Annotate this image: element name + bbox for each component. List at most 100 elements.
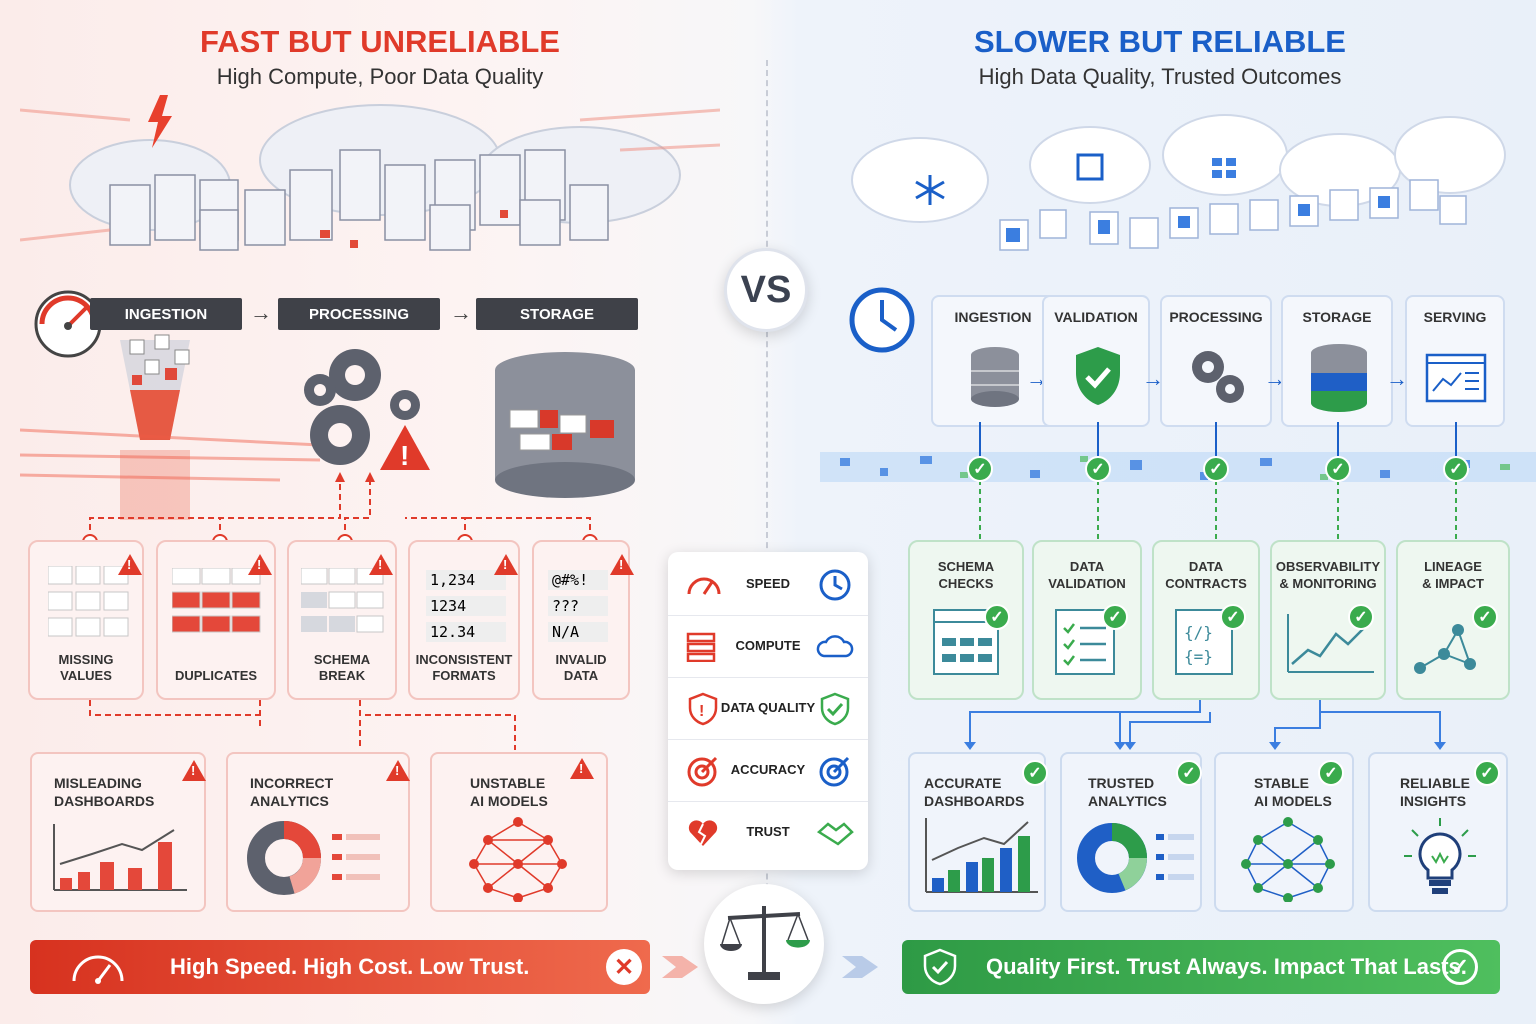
left-subtitle: High Compute, Poor Data Quality bbox=[216, 64, 544, 89]
comparison-row-accuracy: ACCURACY bbox=[668, 740, 868, 802]
vs-badge: VS bbox=[724, 248, 808, 332]
right-subtitle: High Data Quality, Trusted Outcomes bbox=[978, 64, 1342, 89]
speedometer-icon bbox=[687, 577, 721, 595]
check-label: DATA CONTRACTS bbox=[1165, 559, 1247, 591]
check-icon: ✓ bbox=[984, 604, 1010, 630]
stage-label: INGESTION bbox=[954, 309, 1032, 325]
snowflake-icon bbox=[915, 175, 945, 205]
problem-label: SCHEMA BREAK bbox=[313, 652, 371, 683]
shield-check-icon bbox=[820, 692, 850, 726]
comparison-row-compute: COMPUTE bbox=[668, 616, 868, 678]
left-banner-text: High Speed. High Cost. Low Trust. bbox=[170, 954, 530, 979]
right-stage-validation: VALIDATION bbox=[1042, 295, 1150, 427]
left-stage-storage: STORAGE bbox=[476, 298, 638, 330]
impact-label: MISLEADING DASHBOARDS bbox=[54, 775, 155, 809]
check-label: OBSERVABILITY & MONITORING bbox=[1275, 559, 1381, 591]
impact-label: INCORRECT ANALYTICS bbox=[250, 775, 334, 809]
left-title: FAST BUT UNRELIABLE bbox=[200, 24, 560, 59]
outcome-label: TRUSTED ANALYTICS bbox=[1088, 775, 1167, 809]
problem-card-duplicates: ! DUPLICATES bbox=[156, 540, 276, 700]
comparison-panel: SPEED COMPUTE ! DATA QUALITY ACCURACY TR… bbox=[668, 552, 868, 870]
right-stage-ingestion: INGESTION bbox=[931, 295, 1055, 427]
chevron-right-icon bbox=[842, 956, 878, 978]
arrow-right-icon: → bbox=[1264, 366, 1286, 391]
scale-badge bbox=[704, 884, 824, 1004]
check-icon: ✓ bbox=[1176, 760, 1202, 786]
warning-icon: ! bbox=[494, 554, 518, 575]
right-stage-processing: PROCESSING bbox=[1160, 295, 1272, 427]
arrow-right-icon: → bbox=[1142, 366, 1164, 391]
arrow-right-icon: → bbox=[1386, 366, 1408, 391]
check-icon: ✓ bbox=[1102, 604, 1128, 630]
outcome-card-stable-ai-models: STABLE AI MODELS ✓ bbox=[1214, 752, 1354, 912]
svg-text:!: ! bbox=[400, 440, 409, 471]
comparison-row-data-quality: ! DATA QUALITY bbox=[668, 678, 868, 740]
right-cloud-illustration bbox=[851, 114, 1506, 251]
stage-label: VALIDATION bbox=[1054, 309, 1138, 325]
impact-label: UNSTABLE AI MODELS bbox=[470, 775, 548, 809]
check-card-observability: OBSERVABILITY & MONITORING ✓ bbox=[1270, 540, 1386, 700]
bar-chart-icon bbox=[925, 818, 1038, 893]
chevron-right-icon bbox=[662, 956, 698, 978]
duplicates-grid-icon bbox=[172, 568, 261, 633]
check-card-schema-checks: SCHEMA CHECKS ✓ bbox=[908, 540, 1024, 700]
lightbulb-icon bbox=[1404, 818, 1476, 894]
stage-label: STORAGE bbox=[1302, 309, 1372, 325]
problem-label: DUPLICATES bbox=[174, 668, 258, 683]
check-circle-icon: ✓ bbox=[1442, 949, 1478, 985]
check-icon: ✓ bbox=[1474, 760, 1500, 786]
impact-card-unstable-ai-models: UNSTABLE AI MODELS ! bbox=[430, 752, 608, 912]
checklist-icon bbox=[1055, 609, 1115, 675]
check-icon: ✓ bbox=[1085, 456, 1111, 482]
outcome-label: RELIABLE INSIGHTS bbox=[1400, 775, 1470, 809]
problem-label: MISSING VALUES bbox=[58, 652, 114, 683]
server-icon bbox=[686, 632, 716, 662]
line-chart-icon bbox=[1287, 614, 1374, 673]
right-stage-storage: STORAGE bbox=[1281, 295, 1393, 427]
x-icon: ✕ bbox=[606, 949, 642, 985]
left-banner: High Speed. High Cost. Low Trust. ✕ bbox=[30, 940, 650, 994]
outcome-card-reliable-insights: RELIABLE INSIGHTS ✓ bbox=[1368, 752, 1508, 912]
left-pipeline-illustration: ! bbox=[20, 334, 635, 520]
shield-check-icon bbox=[1076, 347, 1120, 405]
cloud-icon bbox=[816, 635, 854, 658]
svg-text:{/}: {/} bbox=[1184, 623, 1213, 642]
check-label: SCHEMA CHECKS bbox=[937, 559, 995, 591]
stage-label: PROCESSING bbox=[1169, 309, 1263, 325]
broken-heart-icon bbox=[688, 820, 718, 846]
invalid-sample: ??? bbox=[548, 596, 608, 616]
impact-card-misleading-dashboards: MISLEADING DASHBOARDS ! bbox=[30, 752, 206, 912]
problem-card-missing-values: ! MISSING VALUES bbox=[28, 540, 144, 700]
left-stage-ingestion: INGESTION bbox=[90, 298, 242, 330]
check-label: DATA VALIDATION bbox=[1048, 559, 1126, 591]
comparison-label: SPEED bbox=[745, 576, 791, 591]
gears-icon bbox=[1192, 351, 1244, 403]
shield-check-icon bbox=[923, 948, 957, 986]
comparison-label: DATA QUALITY bbox=[720, 700, 816, 715]
right-banner: Quality First. Trust Always. Impact That… bbox=[902, 940, 1500, 994]
check-card-data-validation: DATA VALIDATION ✓ bbox=[1032, 540, 1142, 700]
warning-icon: ! bbox=[610, 554, 634, 575]
invalid-sample: @#%! bbox=[548, 570, 608, 590]
lightning-icon bbox=[148, 95, 172, 148]
right-data-stream bbox=[820, 422, 1536, 542]
clock-icon bbox=[819, 569, 851, 601]
check-icon: ✓ bbox=[1443, 456, 1469, 482]
comparison-label: TRUST bbox=[746, 824, 790, 839]
comparison-label: COMPUTE bbox=[735, 638, 801, 653]
outcome-card-trusted-analytics: TRUSTED ANALYTICS ✓ bbox=[1060, 752, 1202, 912]
problem-card-invalid-data: @#%! ??? N/A ! INVALID DATA bbox=[532, 540, 634, 700]
layers-icon bbox=[1076, 153, 1104, 181]
outcome-label: STABLE AI MODELS bbox=[1254, 775, 1332, 809]
problem-label: INCONSISTENT FORMATS bbox=[415, 652, 513, 683]
neural-network-icon bbox=[469, 817, 567, 902]
problem-label: INVALID DATA bbox=[555, 652, 607, 683]
warning-icon: ! bbox=[369, 554, 393, 575]
arrow-right-icon: → bbox=[250, 300, 272, 325]
check-icon: ✓ bbox=[1220, 604, 1246, 630]
problem-card-schema-break: ! SCHEMA BREAK bbox=[287, 540, 397, 700]
comparison-row-speed: SPEED bbox=[668, 554, 868, 616]
warning-icon: ! bbox=[386, 760, 410, 781]
left-server-cloud-illustration bbox=[20, 95, 720, 251]
outcome-label: ACCURATE DASHBOARDS bbox=[924, 775, 1025, 809]
